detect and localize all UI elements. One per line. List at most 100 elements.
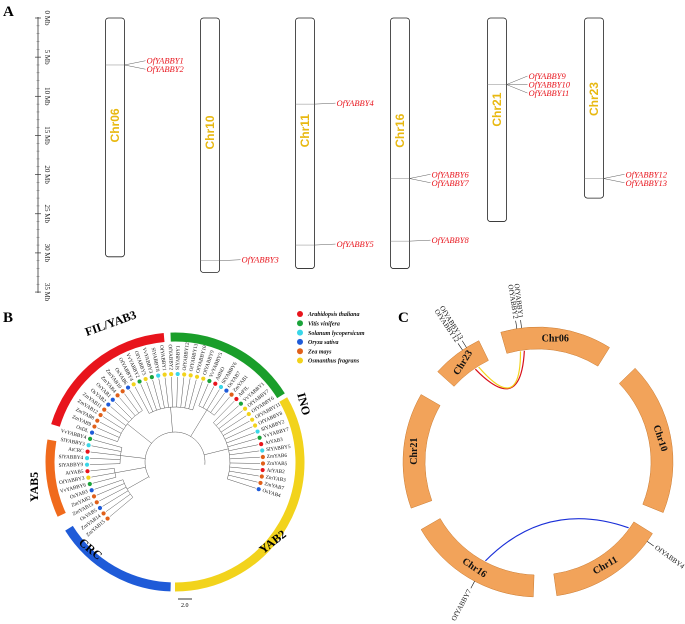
leaf-marker: [256, 487, 261, 492]
leaf-marker: [242, 406, 248, 411]
branch: [158, 378, 165, 409]
leaf-label: OsYAB3: [69, 489, 89, 501]
gene-tick: [520, 320, 522, 329]
leaf-marker: [218, 384, 224, 390]
chromosome-chr11: [295, 17, 315, 269]
axis-tick-label: 30 Mb: [43, 244, 51, 263]
gene-label: OfYABBY1: [147, 56, 184, 66]
leaf-label: OfYABBY13: [188, 343, 200, 372]
axis-tick-label: 0 Mb: [43, 11, 51, 26]
legend-swatch: [297, 348, 303, 355]
branch: [119, 397, 136, 416]
leaf-label: ZmYAB6: [267, 453, 288, 460]
leaf-marker: [137, 379, 142, 384]
branch: [126, 476, 149, 490]
gene-label: OfYABBY11: [529, 88, 570, 98]
axis-tick-label: 5 Mb: [43, 50, 51, 65]
leaf-marker: [188, 373, 193, 378]
leaf-marker: [182, 372, 187, 377]
leaf-marker: [84, 462, 90, 467]
gene-connector: [124, 60, 146, 66]
gene-connector: [409, 174, 431, 179]
branch: [213, 400, 235, 423]
branch: [140, 384, 154, 412]
leaf-marker: [250, 417, 255, 422]
leaf-marker: [246, 411, 251, 417]
clade-arc: [114, 468, 117, 478]
branch: [164, 377, 169, 408]
leaf-marker: [149, 374, 154, 380]
gene-tick: [647, 541, 654, 547]
root-arc: [144, 431, 206, 478]
group-arc-crc: [65, 525, 171, 592]
leaf-label: ZmYAB7: [264, 481, 285, 492]
circos-gene-label: OfYABBY7: [450, 588, 474, 623]
branch: [170, 407, 173, 433]
gene-connector: [506, 75, 528, 85]
scale-bar: 2.0: [178, 598, 192, 609]
legend-label: Vitis vinifera: [308, 322, 340, 328]
gene-connector: [409, 178, 431, 183]
panel-a-label: A: [3, 4, 14, 20]
chromosome-chr10: [200, 17, 220, 273]
leaf-marker: [110, 397, 115, 402]
legend-swatch: [297, 311, 303, 317]
branch: [90, 451, 121, 456]
branch: [226, 432, 255, 444]
leaf-marker: [98, 412, 103, 418]
leaf-marker: [95, 418, 100, 423]
leaf-marker: [106, 402, 111, 407]
branch: [229, 450, 260, 456]
legend-label: Oryza sativa: [308, 340, 339, 346]
phylogenetic-tree: ZmYAB15ZmYAB14OsYAB5ZmYAB13ZmYAB2OsYAB3V…: [27, 308, 365, 609]
chromosome-label: Chr23: [587, 82, 601, 116]
leaf-marker: [255, 429, 260, 434]
branch: [106, 411, 127, 426]
leaf-marker: [156, 373, 161, 378]
branch: [120, 455, 146, 459]
circos-chr-label: Chr06: [542, 334, 569, 345]
leaf-label: OsYAB4: [262, 488, 282, 500]
circos-segment-chr10: [618, 367, 674, 513]
legend-swatch: [297, 338, 303, 345]
legend-label: Zea mays: [307, 349, 332, 355]
group-label: YAB5: [27, 472, 41, 502]
legend-swatch: [297, 357, 303, 364]
leaf-marker: [102, 407, 107, 412]
branch: [220, 415, 247, 433]
leaf-marker: [252, 423, 258, 428]
gene-label: OfYABBY7: [432, 178, 470, 188]
chromosome-label: Chr11: [298, 114, 312, 148]
leaf-marker: [143, 376, 148, 382]
leaf-label: OfYABBY1: [158, 345, 168, 372]
gene-label: OfYABBY3: [242, 255, 279, 265]
leaf-marker: [105, 516, 110, 521]
gene-connector: [603, 178, 625, 183]
group-arc-yab2: [174, 397, 305, 592]
branch: [214, 396, 230, 416]
leaf-label: AtYAB5: [65, 469, 84, 477]
branch: [92, 477, 117, 484]
branch: [210, 392, 225, 413]
branch: [198, 383, 209, 406]
leaf-marker: [87, 481, 92, 487]
chromosome-chr21: [487, 17, 507, 222]
leaf-marker: [213, 381, 218, 386]
leaf-marker: [259, 474, 264, 479]
leaf-marker: [89, 488, 94, 493]
leaf-marker: [84, 456, 90, 461]
branch: [105, 493, 131, 512]
legend-swatch: [297, 320, 303, 327]
leaf-marker: [131, 382, 136, 387]
leaf-marker: [94, 500, 99, 505]
gene-connector: [314, 243, 336, 246]
scale-label: 2.0: [181, 603, 189, 609]
branch: [102, 416, 124, 430]
legend-label: Arabidopsis thaliana: [307, 312, 360, 318]
branch: [99, 486, 127, 502]
leaf-marker: [194, 374, 200, 379]
leaf-label: OsDL: [75, 424, 89, 434]
leaf-marker: [97, 505, 103, 511]
